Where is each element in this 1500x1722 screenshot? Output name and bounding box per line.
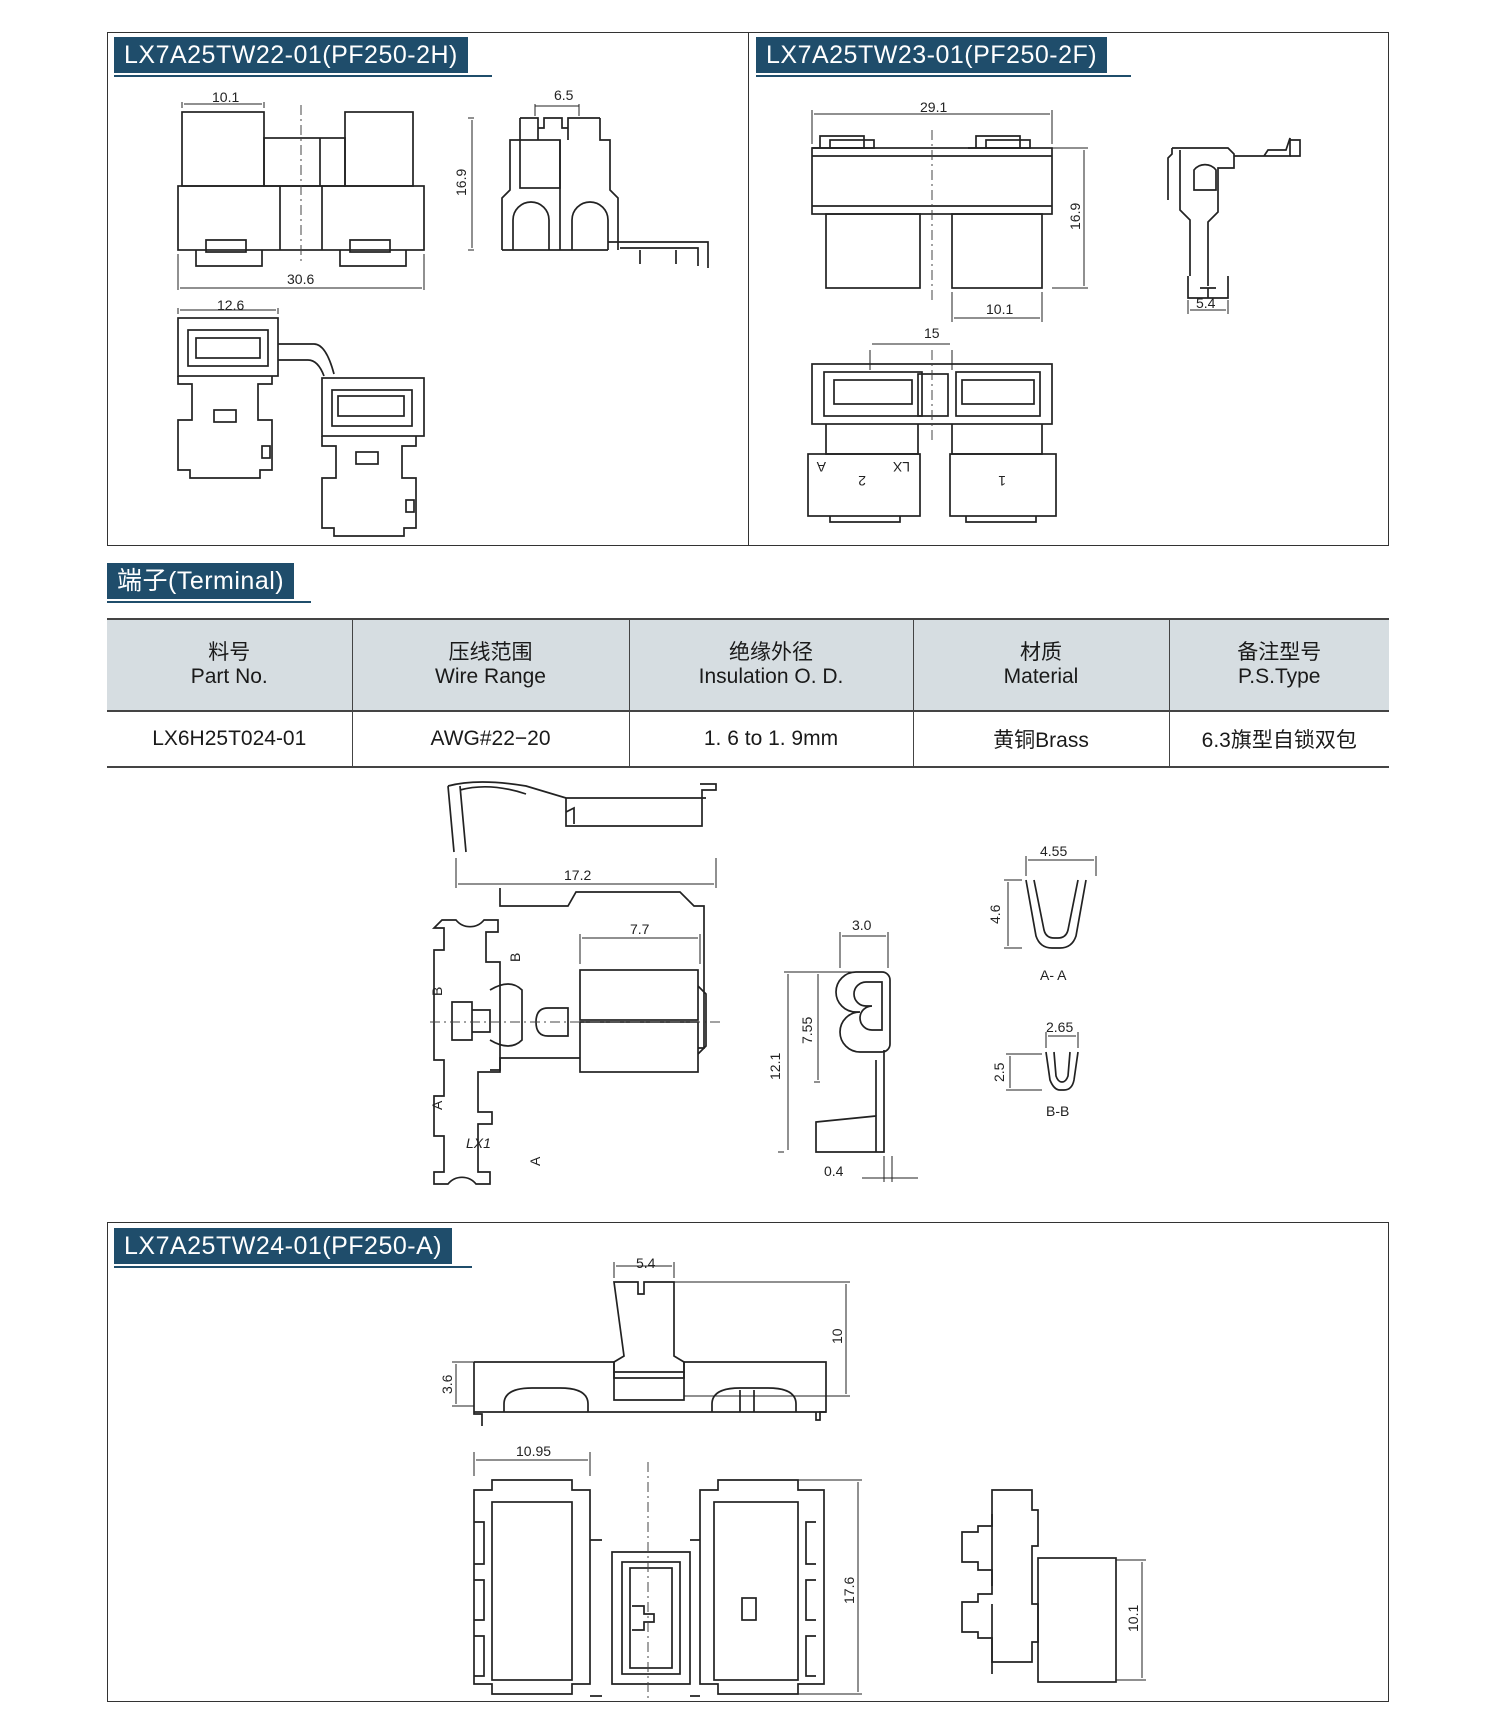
panel-tw23-title-underline	[756, 75, 1131, 77]
tw22-side-view	[468, 104, 709, 268]
terminal-section-aa	[1004, 856, 1097, 949]
terminal-dim-end-mid: 7.55	[799, 1017, 815, 1044]
tw23-dim-width: 29.1	[920, 99, 947, 115]
tw23-mark-lx: LX	[892, 459, 910, 475]
terminal-dim-end-height: 12.1	[767, 1053, 783, 1080]
panel-tw22-title: LX7A25TW22-01(PF250-2H)	[114, 37, 468, 73]
panel-tw24-frame	[107, 1222, 1389, 1702]
terminal-mark-lx1: LX1	[466, 1135, 491, 1151]
terminal-side-view	[447, 781, 717, 853]
tw24-plan-view	[473, 1452, 862, 1702]
terminal-top-view	[430, 858, 720, 1185]
tw24-dim-body: 3.6	[439, 1374, 455, 1394]
terminal-dim-bb-width: 2.65	[1046, 1019, 1073, 1035]
cell-part-no: LX6H25T024-01	[107, 711, 352, 768]
terminal-mark-a-left: A	[429, 1100, 445, 1110]
terminal-dim-aa-width: 4.55	[1040, 843, 1067, 859]
terminal-section-aa-label: A- A	[1040, 967, 1067, 983]
cell-insulation-od: 1. 6 to 1. 9mm	[628, 711, 913, 768]
tw22-plan-view	[177, 308, 425, 537]
panel-tw23-frame	[748, 32, 1389, 546]
tw22-front-view	[177, 102, 425, 290]
cell-wire-range: AWG#22−20	[351, 711, 629, 768]
terminal-section-bb	[1006, 1032, 1079, 1091]
tw22-dim-width-total: 30.6	[287, 271, 314, 287]
tw23-side-view	[1167, 137, 1301, 314]
terminal-mark-b-top: B	[507, 953, 523, 962]
tw22-dim-plan-width: 12.6	[217, 297, 244, 313]
tw24-dim-half-width: 10.95	[516, 1443, 551, 1459]
panel-tw24-title-underline	[114, 1266, 472, 1268]
tw24-side-view	[961, 1489, 1146, 1683]
terminal-section-title: 端子(Terminal)	[107, 563, 295, 599]
tw24-top-view	[452, 1262, 850, 1426]
panel-tw23-title: LX7A25TW23-01(PF250-2F)	[756, 37, 1108, 73]
terminal-dim-length: 17.2	[564, 867, 591, 883]
terminal-dim-thickness: 0.4	[824, 1163, 844, 1179]
table-row: LX6H25T024-01 AWG#22−20 1. 6 to 1. 9mm 黄…	[107, 711, 1389, 768]
terminal-dim-end-width: 3.0	[852, 917, 872, 933]
tw23-mark-a: A	[816, 459, 826, 475]
terminal-dim-aa-height: 4.6	[987, 904, 1003, 924]
tw23-mark-2: 2	[858, 473, 866, 489]
terminal-end-view	[778, 932, 918, 1182]
tw23-dim-pitch: 15	[924, 325, 940, 341]
tw23-mark-1: 1	[998, 473, 1006, 489]
tw23-dim-height: 16.9	[1067, 203, 1083, 230]
tw23-front-view	[811, 110, 1088, 322]
panel-tw24-title: LX7A25TW24-01(PF250-A)	[114, 1228, 453, 1264]
tw24-dim-length: 17.6	[841, 1577, 857, 1604]
cell-material: 黄铜Brass	[912, 711, 1169, 768]
tw22-dim-height: 16.9	[453, 169, 469, 196]
tw23-plan-view	[807, 343, 1057, 523]
tw24-dim-tab: 5.4	[636, 1255, 656, 1271]
tw24-dim-tab-height: 10	[829, 1328, 845, 1344]
terminal-mark-b-left: B	[429, 987, 445, 996]
tw22-dim-width-top: 10.1	[212, 89, 239, 105]
terminal-section-title-underline	[107, 601, 311, 603]
cell-ps-type: 6.3旗型自锁双包	[1168, 711, 1389, 768]
tw22-dim-tab: 6.5	[554, 87, 574, 103]
terminal-section-bb-label: B-B	[1046, 1103, 1069, 1119]
panel-tw22-title-underline	[114, 75, 492, 77]
terminal-dim-crimp: 7.7	[630, 921, 650, 937]
tw24-dim-side-height: 10.1	[1125, 1605, 1141, 1632]
tw23-dim-side: 5.4	[1196, 295, 1216, 311]
terminal-mark-a-right: A	[527, 1156, 543, 1166]
tw23-dim-body-width: 10.1	[986, 301, 1013, 317]
terminal-dim-bb-height: 2.5	[991, 1062, 1007, 1082]
